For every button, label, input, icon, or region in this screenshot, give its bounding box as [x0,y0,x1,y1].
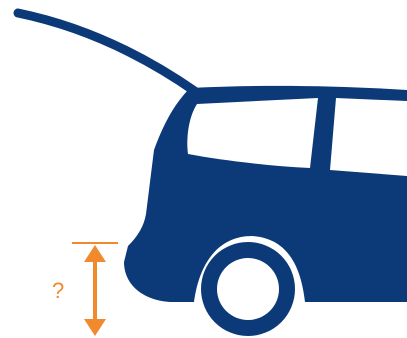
height-arrow-icon [72,243,118,336]
unknown-height-label: ? [52,280,64,302]
open-tailgate-icon [18,13,196,92]
rear-wheel-icon [201,242,295,336]
quarter-window [330,98,407,176]
